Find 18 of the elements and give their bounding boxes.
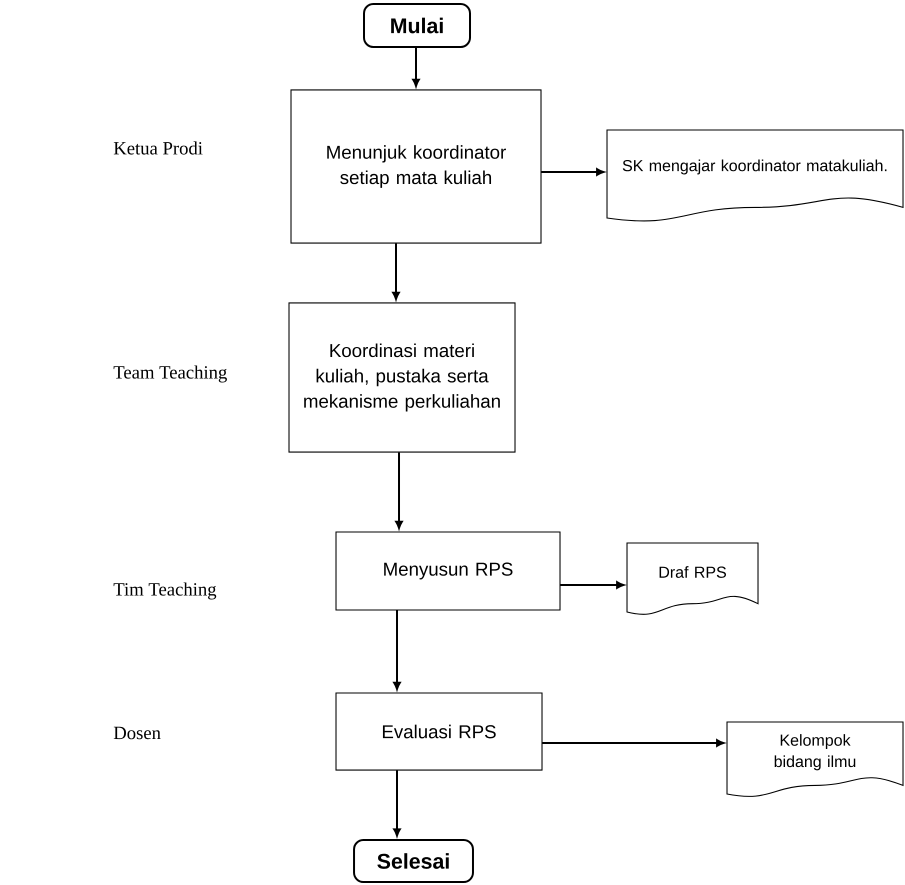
arrow [395,452,403,529]
lane-label: Team Teaching [114,366,227,382]
arrow [542,168,604,176]
arrow [393,770,401,836]
arrow [393,610,401,690]
process-box: Koordinasi materi kuliah, pustaka serta mekanisme perkuliahan [288,302,516,453]
process-box: Evaluasi RPS [335,692,543,771]
arrow [560,581,624,589]
lane-label: Dosen [114,726,161,740]
lane-label: Ketua Prodi [114,141,203,155]
lane-label: Tim Teaching [114,582,216,600]
arrow [542,739,724,747]
terminal-box: Mulai [363,3,471,48]
process-box: Menyusun RPS [335,531,561,611]
arrow [392,244,400,300]
process-box: Menunjuk koordinator setiap mata kuliah [290,89,542,244]
arrow [412,48,420,87]
terminal-box: Selesai [353,839,474,884]
